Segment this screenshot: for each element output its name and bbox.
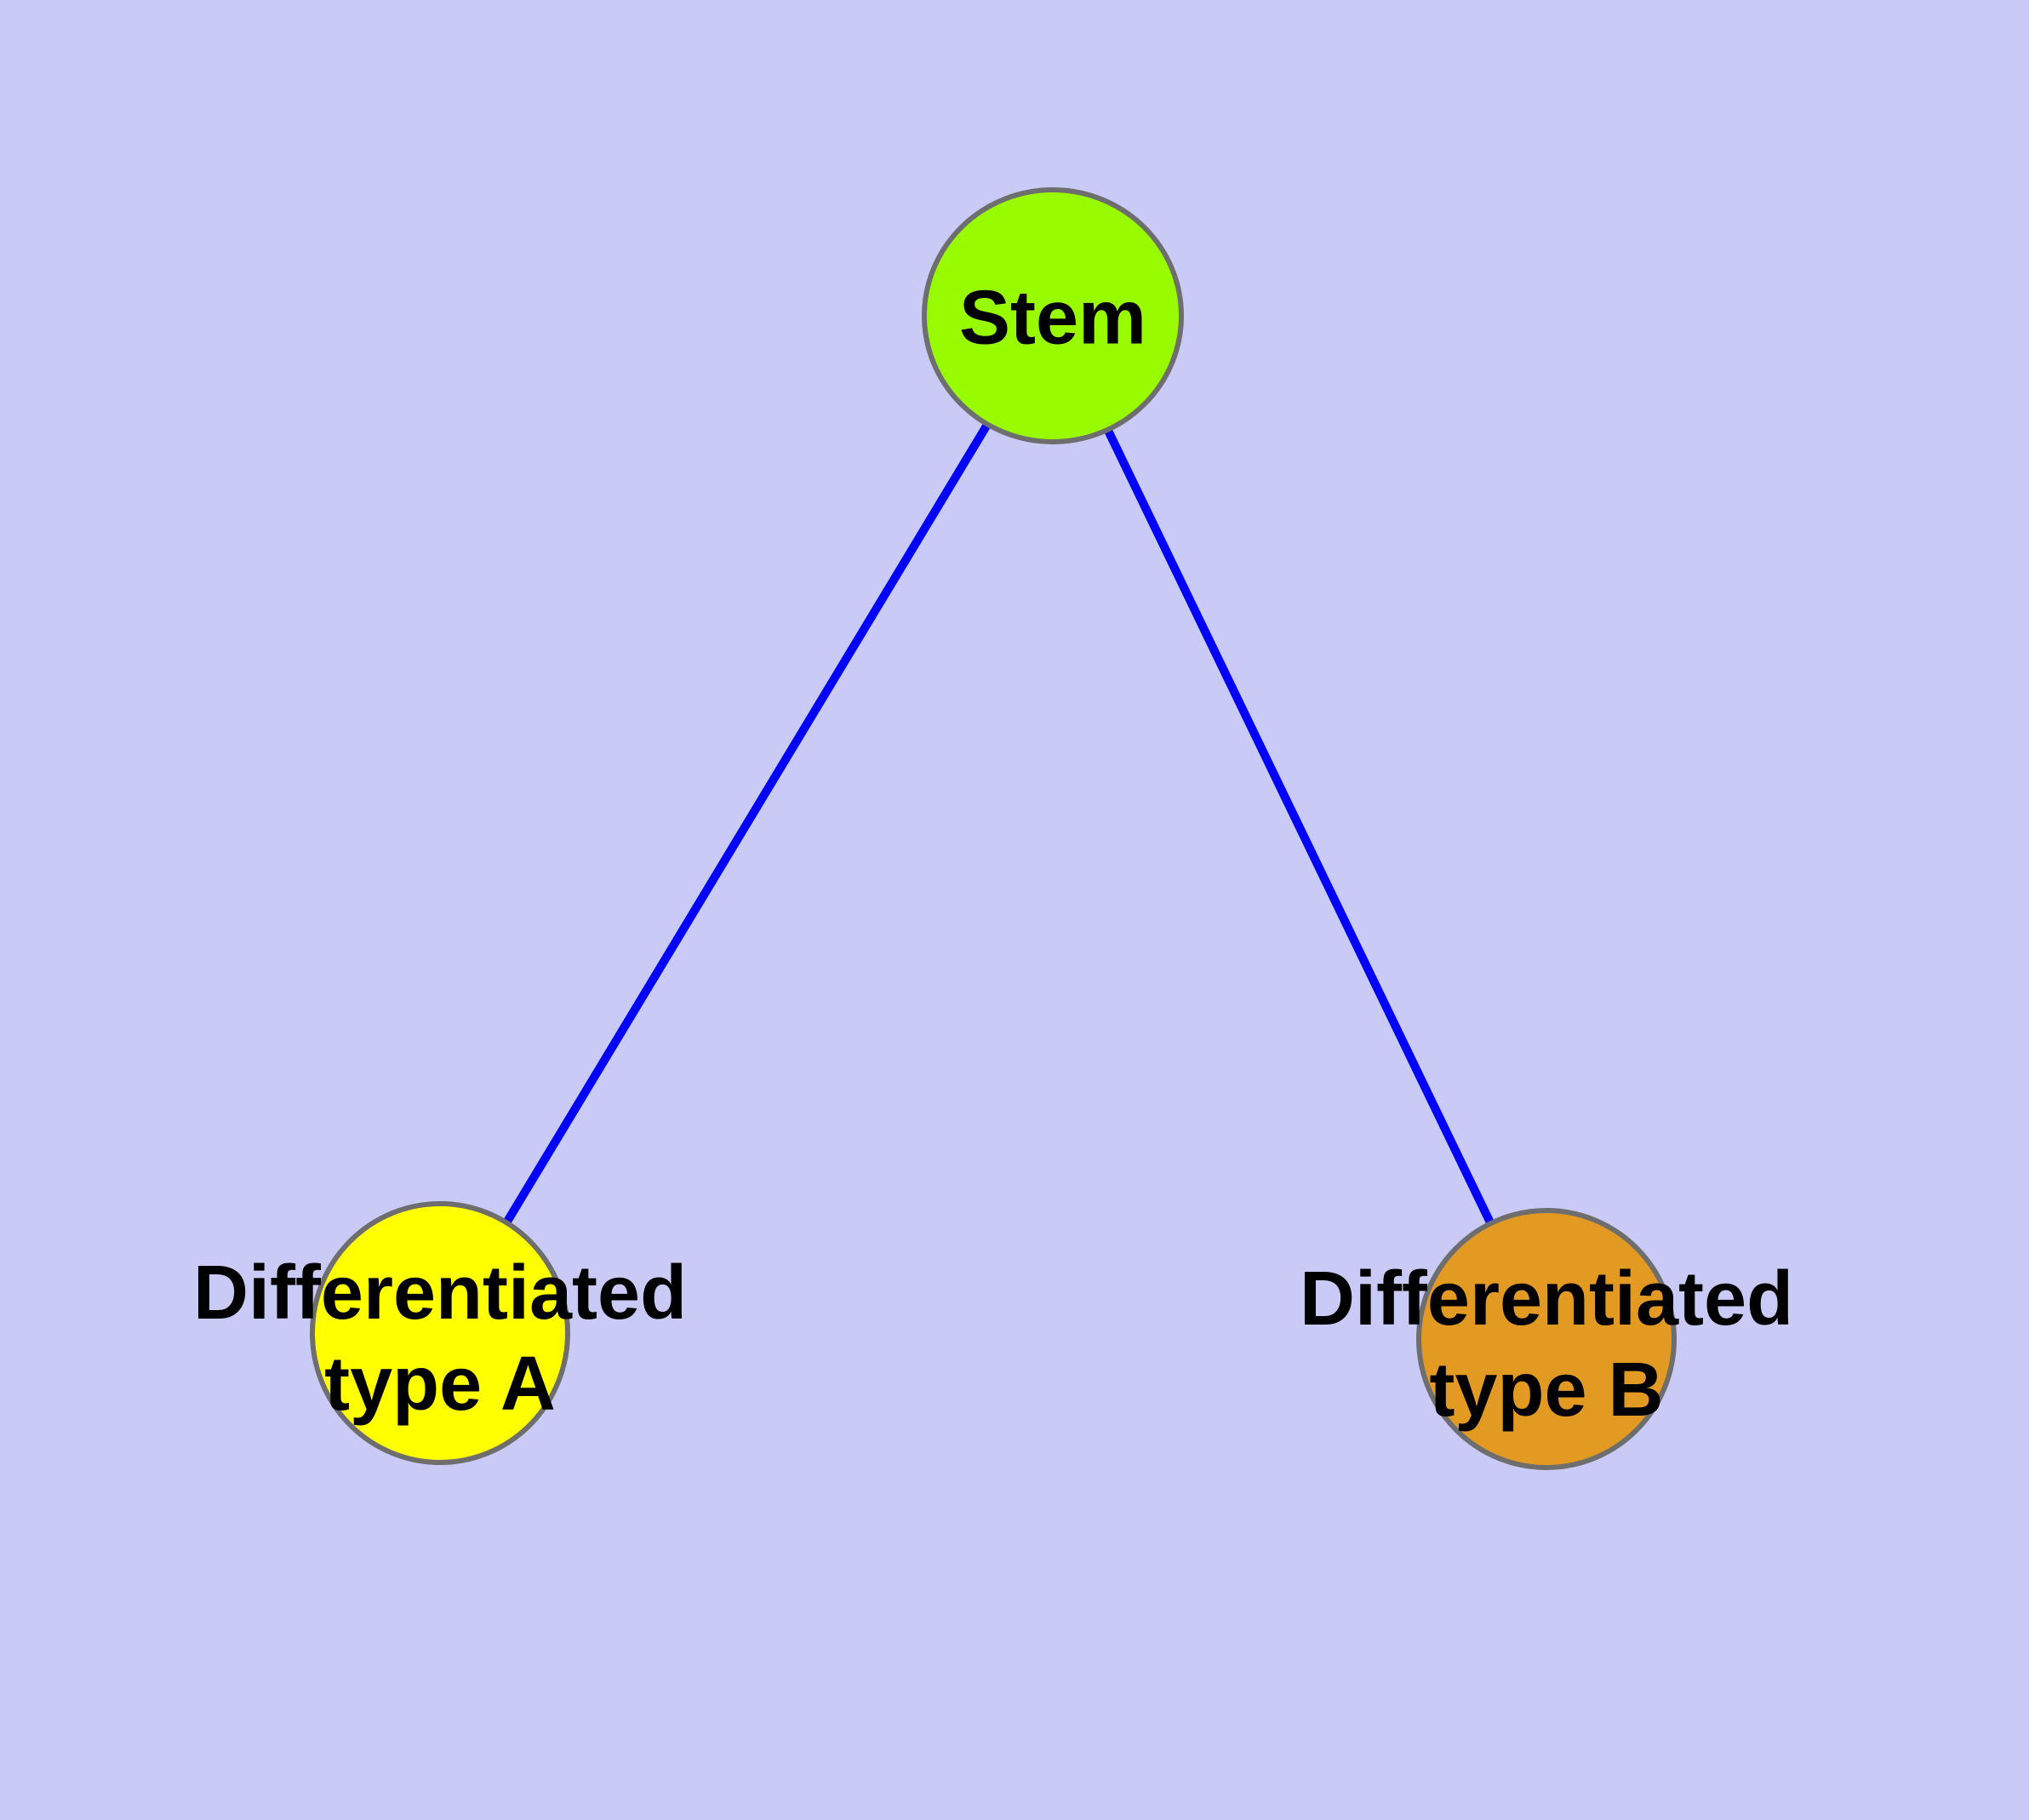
node-type-a-label: Differentiated type A — [193, 1248, 687, 1430]
node-type-a-circle — [310, 1201, 570, 1465]
node-type-a-label-line2: type A — [324, 1342, 556, 1427]
node-type-b-label-line2: type B — [1429, 1348, 1664, 1433]
node-type-a-label-line1: Differentiated — [192, 1251, 688, 1336]
edge-stem-to-type-a — [436, 313, 1057, 1336]
edge-stem-to-type-b — [1049, 313, 1551, 1342]
node-type-b-label: Differentiated type B — [1300, 1254, 1793, 1436]
node-type-b-circle — [1416, 1208, 1677, 1470]
node-stem-label: Stem — [958, 275, 1147, 361]
node-stem-circle — [922, 187, 1184, 444]
node-type-b-label-line1: Differentiated — [1299, 1256, 1794, 1342]
